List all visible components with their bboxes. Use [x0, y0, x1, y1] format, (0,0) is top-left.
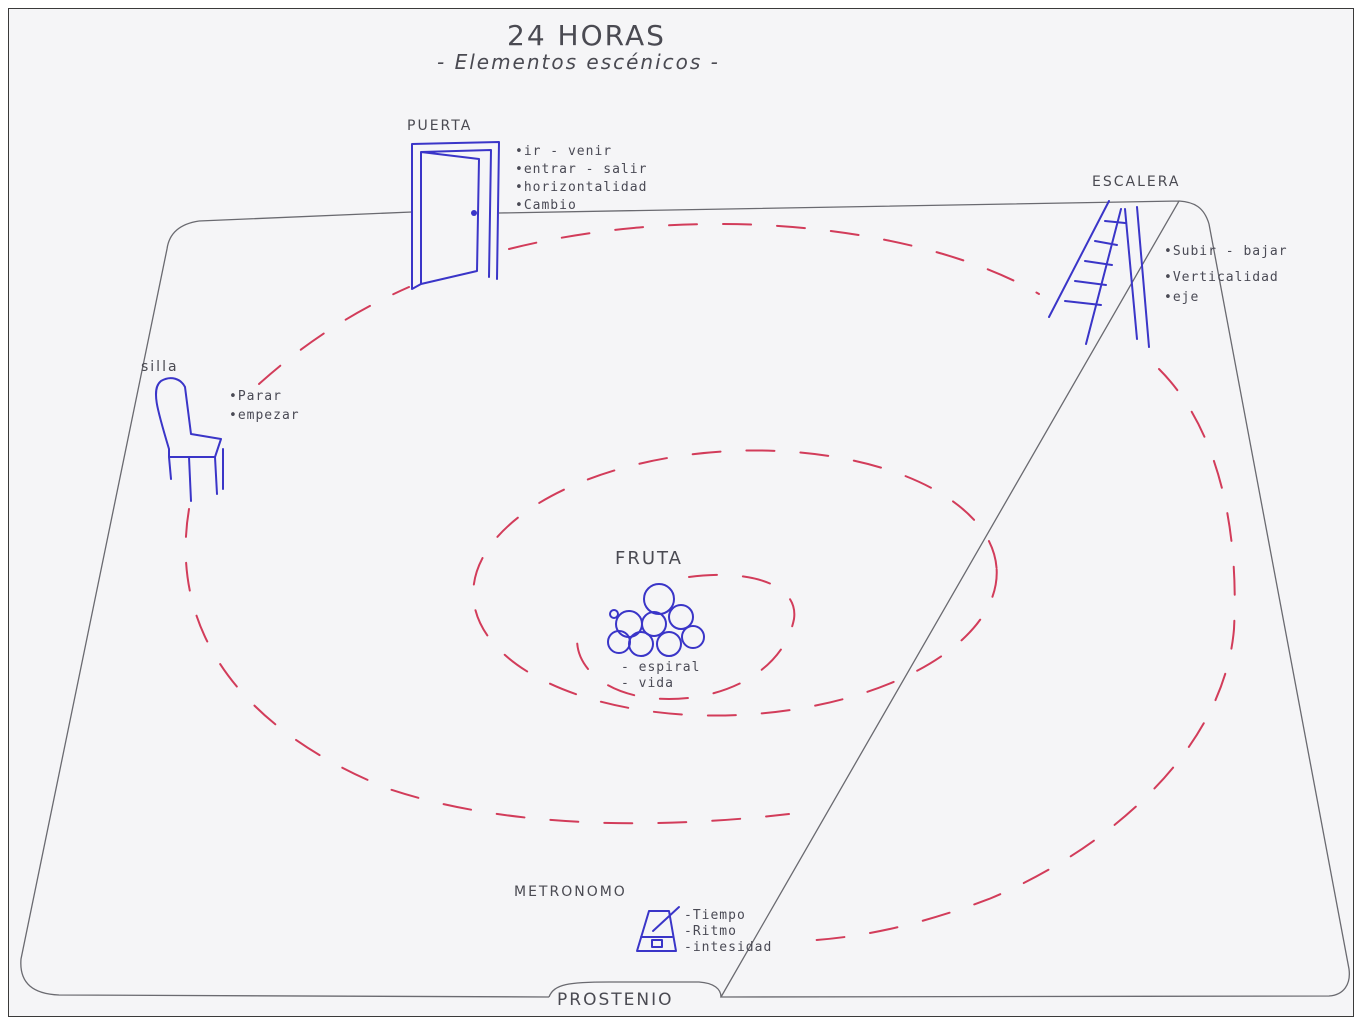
- diagram-subtitle: - Elementos escénicos -: [437, 50, 720, 74]
- door-knob-icon: [471, 210, 477, 216]
- metronome-note-2: -Ritmo: [684, 924, 737, 939]
- door-icon: [412, 142, 499, 289]
- stage-floor-outline: [21, 201, 1350, 997]
- fruit-element: FRUTA - espiral - vida: [608, 548, 704, 691]
- metronome-label: METRONOMO: [514, 884, 627, 900]
- door-note-2: •entrar - salir: [515, 162, 647, 177]
- chair-icon: [156, 378, 223, 501]
- diagram-title: 24 HORAS: [507, 19, 666, 52]
- stage-diagram: 24 HORAS - Elementos escénicos - PUERTA …: [9, 9, 1354, 1017]
- ladder-note-1: •Subir - bajar: [1164, 244, 1288, 259]
- chair-note-1: •Parar: [229, 389, 282, 404]
- outer-movement-path: [186, 224, 1235, 941]
- sketch-sheet: 24 HORAS - Elementos escénicos - PUERTA …: [8, 8, 1354, 1017]
- fruit-label: FRUTA: [615, 548, 683, 569]
- door-element: PUERTA •ir - venir •entrar - salir •hori…: [407, 118, 647, 289]
- chair-label: silla: [141, 359, 179, 375]
- ladder-note-3: •eje: [1164, 290, 1199, 305]
- chair-note-2: •empezar: [229, 408, 300, 423]
- fruit-pile-icon: [608, 584, 704, 656]
- ladder-icon: [1049, 201, 1149, 347]
- ladder-note-2: •Verticalidad: [1164, 270, 1279, 285]
- ladder-element: ESCALERA •Subir - bajar •Verticalidad •e…: [1049, 174, 1288, 347]
- ladder-label: ESCALERA: [1092, 174, 1180, 190]
- metronome-note-1: -Tiempo: [684, 908, 746, 923]
- door-note-3: •horizontalidad: [515, 180, 647, 195]
- chair-element: silla •Parar •empezar: [141, 359, 300, 501]
- proscenium-label: PROSTENIO: [557, 990, 673, 1010]
- metronome-element: METRONOMO -Tiempo -Ritmo -intesidad: [514, 884, 772, 955]
- proscenium-element: PROSTENIO: [549, 982, 721, 1010]
- metronome-note-3: -intesidad: [684, 940, 772, 955]
- door-note-1: •ir - venir: [515, 144, 612, 159]
- metronome-icon: [637, 907, 679, 951]
- door-label: PUERTA: [407, 118, 472, 134]
- door-note-4: •Cambio: [515, 198, 577, 213]
- fruit-note-2: - vida: [621, 676, 674, 691]
- fruit-note-1: - espiral: [621, 660, 700, 675]
